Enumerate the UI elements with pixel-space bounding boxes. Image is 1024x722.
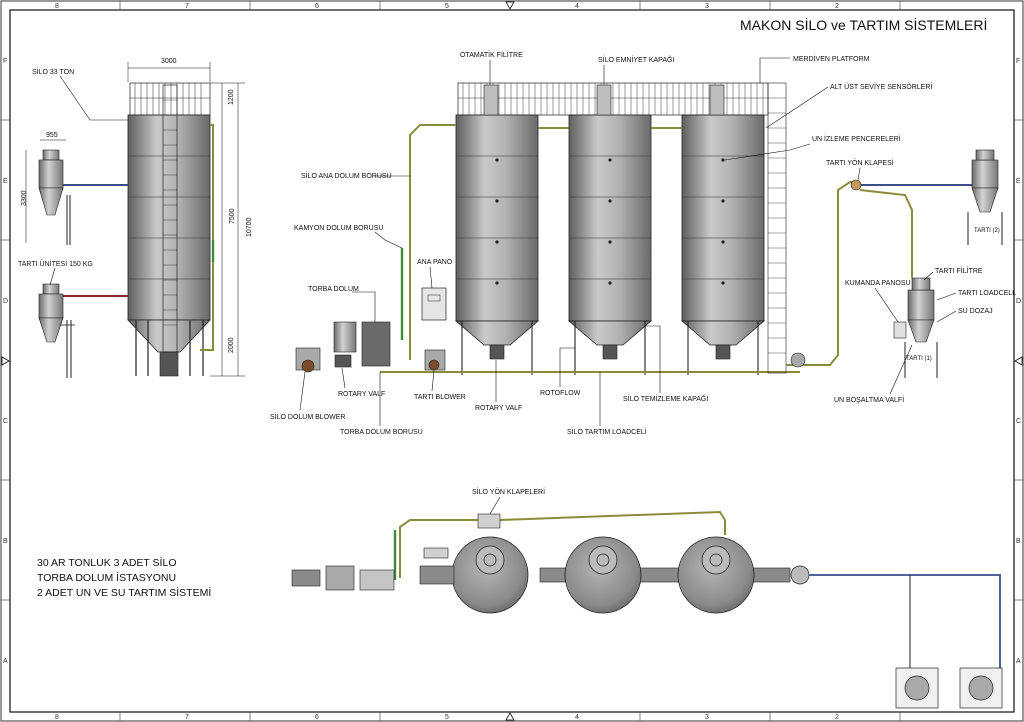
grid-col-4-bottom: 4	[575, 714, 579, 721]
label-tarti-1: TARTI (1)	[906, 356, 932, 362]
plan-view	[291, 510, 1003, 709]
grid-col-2-bottom: 2	[835, 714, 839, 721]
note-line-2: TORBA DOLUM İSTASYONU	[37, 571, 176, 584]
dim-3300: 3300	[21, 190, 28, 206]
grid-row-A: A	[3, 658, 8, 665]
grid-row-E-right: E	[1016, 178, 1021, 185]
label-rotoflow: ROTOFLOW	[540, 390, 581, 397]
label-tarti-unitesi: TARTI ÜNİTESİ 150 KG	[18, 259, 93, 268]
label-silo-emniyet: SİLO EMNİYET KAPAĞI	[598, 55, 674, 64]
grid-col-6-bottom: 6	[315, 714, 319, 721]
label-silo-dolum-blower: SİLO DOLUM BLOWER	[270, 412, 345, 421]
grid-row-C: C	[3, 418, 8, 425]
label-silo-ana-dolum: SİLO ANA DOLUM BORUSU	[301, 171, 392, 180]
grid-row-D: D	[3, 298, 8, 305]
label-silo-yon-klapeleri: SİLO YÖN KLAPELERİ	[472, 487, 545, 496]
grid-col-5: 5	[445, 3, 449, 10]
grid-row-B-right: B	[1016, 538, 1021, 545]
label-otomatik-filitre: OTAMATİK FİLİTRE	[460, 50, 523, 59]
dim-7500: 7500	[229, 208, 236, 224]
grid-row-D-right: D	[1016, 298, 1021, 305]
label-tarti-2: TARTI (2)	[974, 228, 1000, 234]
weighing-unit-bottom	[38, 283, 128, 378]
notes-block: 30 AR TONLUK 3 ADET SİLO TORBA DOLUM İST…	[37, 556, 211, 599]
label-kamyon-dolum: KAMYON DOLUM BORUSU	[294, 225, 383, 232]
label-silo-tartim-loadceli: SİLO TARTIM LOADCELİ	[567, 427, 647, 436]
right-weighing-system	[786, 149, 1003, 378]
callouts: OTAMATİK FİLİTRE SİLO EMNİYET KAPAĞI MER…	[270, 50, 1016, 515]
label-tarti-loadcell: TARTI LOADCELL	[958, 290, 1016, 297]
dim-955: 955	[46, 132, 58, 139]
label-silo-temizleme: SİLO TEMİZLEME KAPAĞI	[623, 394, 708, 403]
label-su-dozaj: SU DOZAJ	[958, 308, 993, 315]
grid-col-8: 8	[55, 3, 59, 10]
note-line-1: 30 AR TONLUK 3 ADET SİLO	[37, 556, 176, 569]
label-tarti-yon-klapesi: TARTI YÖN KLAPESİ	[826, 158, 894, 167]
label-rotary-valf-1: ROTARY VALF	[338, 391, 385, 398]
grid-col-2: 2	[835, 3, 839, 10]
label-alt-ust-sensor: ALT ÜST SEVİYE SENSÖRLERİ	[830, 82, 932, 91]
grid-col-4: 4	[575, 3, 579, 10]
grid-col-7: 7	[185, 3, 189, 10]
grid-col-3: 3	[705, 3, 709, 10]
label-tarti-blower: TARTI BLOWER	[414, 394, 466, 401]
grid-row-E: E	[3, 178, 8, 185]
label-silo-33-ton: SİLO 33 TON	[32, 67, 74, 76]
label-un-bosaltma: UN BOŞALTMA VALFİ	[834, 395, 904, 404]
dimension-lines: 3000 955 3300 1200 7500 10700 2000	[21, 58, 253, 377]
three-silos-side-view	[380, 82, 800, 375]
grid-col-3-bottom: 3	[705, 714, 709, 721]
dim-10700: 10700	[246, 217, 253, 237]
dim-3000: 3000	[161, 58, 177, 65]
label-merdiven-platform: MERDİVEN PLATFORM	[793, 54, 870, 63]
weighing-unit-top	[38, 149, 128, 245]
note-line-3: 2 ADET UN VE SU TARTIM SİSTEMİ	[37, 586, 211, 599]
dim-1200: 1200	[228, 89, 235, 105]
label-ana-pano: ANA PANO	[417, 259, 453, 266]
grid-col-7-bottom: 7	[185, 714, 189, 721]
grid-col-6: 6	[315, 3, 319, 10]
label-torba-dolum-borusu: TORBA DOLUM BORUSU	[340, 429, 423, 436]
inner-frame	[9, 9, 1015, 713]
grid-row-A-right: A	[1016, 658, 1021, 665]
label-tarti-filitre: TARTI FİLİTRE	[935, 266, 983, 275]
grid-row-B: B	[3, 538, 8, 545]
label-torba-dolum: TORBA DOLUM	[308, 286, 359, 293]
large-silo-33-ton	[127, 82, 215, 377]
label-kumanda-panosu: KUMANDA PANOSU	[845, 280, 911, 287]
drawing-title: MAKON SİLO ve TARTIM SİSTEMLERİ	[740, 16, 987, 33]
grid-col-5-bottom: 5	[445, 714, 449, 721]
label-rotary-valf-2: ROTARY VALF	[475, 405, 522, 412]
grid-row-C-right: C	[1016, 418, 1021, 425]
dim-2000: 2000	[228, 337, 235, 353]
grid-col-8-bottom: 8	[55, 714, 59, 721]
grid-row-F: F	[3, 58, 7, 65]
bag-filling-station	[295, 248, 447, 373]
label-un-izleme: UN İZLEME PENCERELERİ	[812, 134, 901, 143]
grid-row-F-right: F	[1016, 58, 1020, 65]
